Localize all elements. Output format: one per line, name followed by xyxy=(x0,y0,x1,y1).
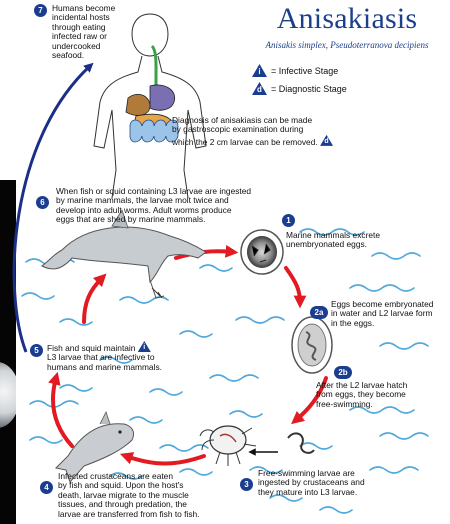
step-6-number: 6 xyxy=(36,196,49,209)
step-7-number: 7 xyxy=(34,4,47,17)
page-title: Anisakiasis xyxy=(254,2,440,36)
step-2b-text: After the L2 larvae hatchfrom eggs, they… xyxy=(316,381,407,409)
stomach xyxy=(150,85,175,110)
step-4-number: 4 xyxy=(40,481,53,494)
intestines xyxy=(130,120,178,142)
step-2a-number: 2a xyxy=(310,306,328,319)
step-7-text: Humans becomeincidental hoststhrough eat… xyxy=(52,4,115,60)
infective-stage-icon: i xyxy=(252,64,267,77)
legend-diagnostic-label: = Diagnostic Stage xyxy=(271,84,347,94)
embryonated-egg xyxy=(292,317,332,373)
step-3-text: Free-swimming larvae areingested by crus… xyxy=(258,469,365,497)
crustacean xyxy=(200,426,256,466)
legend-infective-label: = Infective Stage xyxy=(271,66,338,76)
step-1-number: 1 xyxy=(282,214,295,227)
step-2a-text: Eggs become embryonatedin water and L2 l… xyxy=(331,300,433,328)
step-4-text: Infected crustaceans are eatenby fish an… xyxy=(58,472,200,519)
step-5-number: 5 xyxy=(30,344,43,357)
step-5-text: Fish and squid maintain i L3 larvae that… xyxy=(47,341,162,372)
unembryonated-egg xyxy=(241,230,283,274)
step-3-number: 3 xyxy=(240,478,253,491)
diagnostic-stage-icon: d xyxy=(320,135,333,146)
species-subtitle: Anisakis simplex, Pseudoterranova decipi… xyxy=(252,40,442,50)
legend-infective: i = Infective Stage xyxy=(252,64,338,77)
diagnosis-text: Diagnosis of anisakiasis can be made by … xyxy=(172,116,333,147)
step-1-text: Marine mammals excreteunembryonated eggs… xyxy=(286,231,380,250)
step-6-text: When fish or squid containing L3 larvae … xyxy=(56,187,251,225)
legend-diagnostic: d = Diagnostic Stage xyxy=(252,82,347,95)
diagnostic-stage-icon: d xyxy=(252,82,267,95)
infective-stage-icon: i xyxy=(138,341,151,352)
step-2b-number: 2b xyxy=(334,366,352,379)
liver xyxy=(126,94,150,115)
